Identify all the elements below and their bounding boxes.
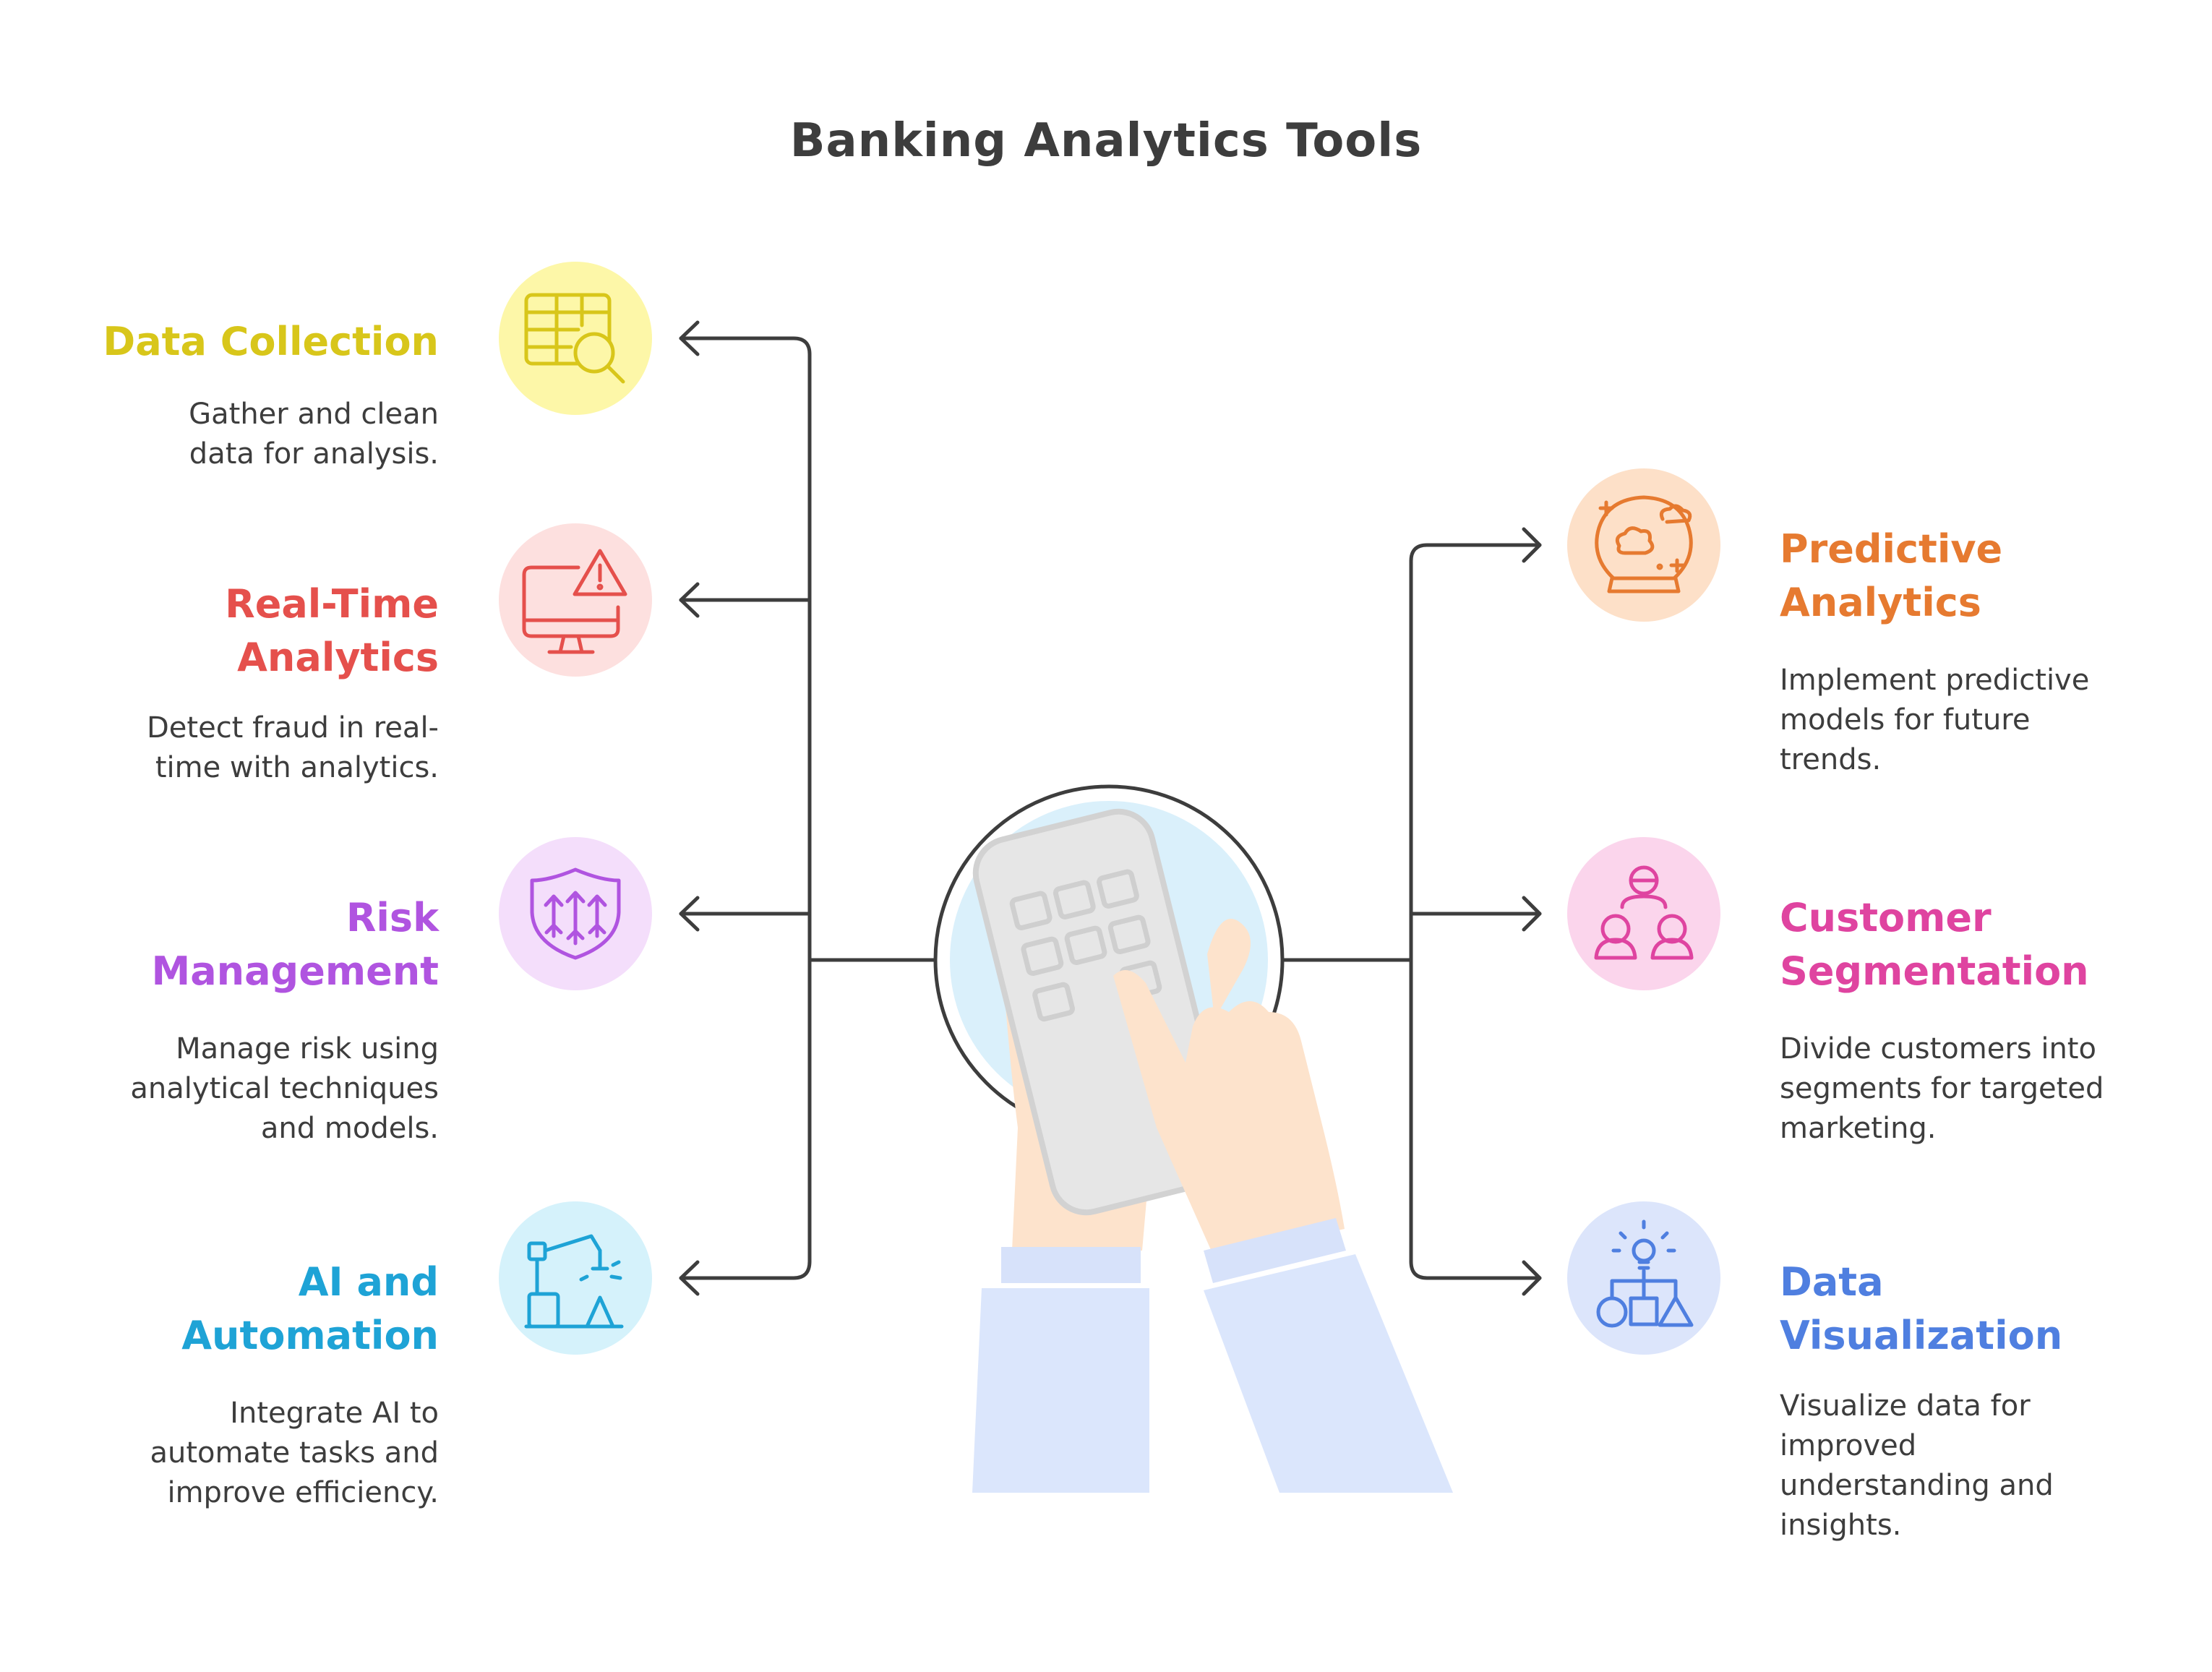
predictive-analytics-circle [1567,468,1720,622]
risk-management-circle [499,837,652,990]
hand-calculator-icon [933,784,1453,1493]
connector-left-data-collection [679,336,812,356]
ai-automation-circle [499,1201,652,1355]
arrowhead-real-time [679,582,700,618]
data-visualization-description: Visualize data for improved understandin… [1780,1389,2054,1542]
crystal-ball-icon [1595,495,1693,593]
robot-arm-icon [524,1234,624,1329]
arrowhead-dataviz [1522,1260,1542,1296]
real-time-analytics-title: Real-Time Analytics [225,581,439,680]
arrowhead-customer [1522,896,1542,932]
ai-automation-description: Integrate AI to automate tasks and impro… [150,1397,439,1509]
shapes-hierarchy-icon [1596,1219,1694,1328]
data-visualization-circle [1567,1201,1720,1355]
connector-left-ai [679,1259,812,1280]
customer-segmentation-circle [1567,837,1720,990]
data-collection-description: Gather and clean data for analysis. [189,398,439,471]
real-time-analytics-description: Detect fraud in real- time with analytic… [146,711,439,784]
people-group-icon [1594,865,1694,960]
arrowhead-risk [679,896,700,932]
ai-automation-title: AI and Automation [181,1259,439,1358]
arrowhead-data-collection [679,320,700,356]
risk-management-description: Manage risk using analytical techniques … [130,1032,439,1145]
diagram-title: Banking Analytics Tools [789,114,1423,168]
customer-segmentation-title: Customer Segmentation [1780,895,2089,994]
risk-management-title: Risk Management [151,895,440,994]
connectors [679,320,1542,1296]
predictive-analytics-title: Predictive Analytics [1780,526,2003,625]
data-collection-circle [499,262,652,415]
customer-segmentation-description: Divide customers into segments for targe… [1780,1032,2104,1145]
connector-right-predictive [1409,543,1542,563]
table-search-icon [524,293,625,384]
shield-arrows-icon [530,867,621,960]
arrowhead-predictive [1522,527,1542,563]
connector-right-dataviz [1409,1259,1542,1280]
data-collection-title: Data Collection [103,319,439,364]
predictive-analytics-description: Implement predictive models for future t… [1780,664,2090,776]
data-visualization-title: Data Visualization [1780,1259,2063,1358]
real-time-analytics-circle [499,523,652,677]
arrowhead-ai [679,1260,700,1296]
monitor-warning-icon [522,549,627,654]
